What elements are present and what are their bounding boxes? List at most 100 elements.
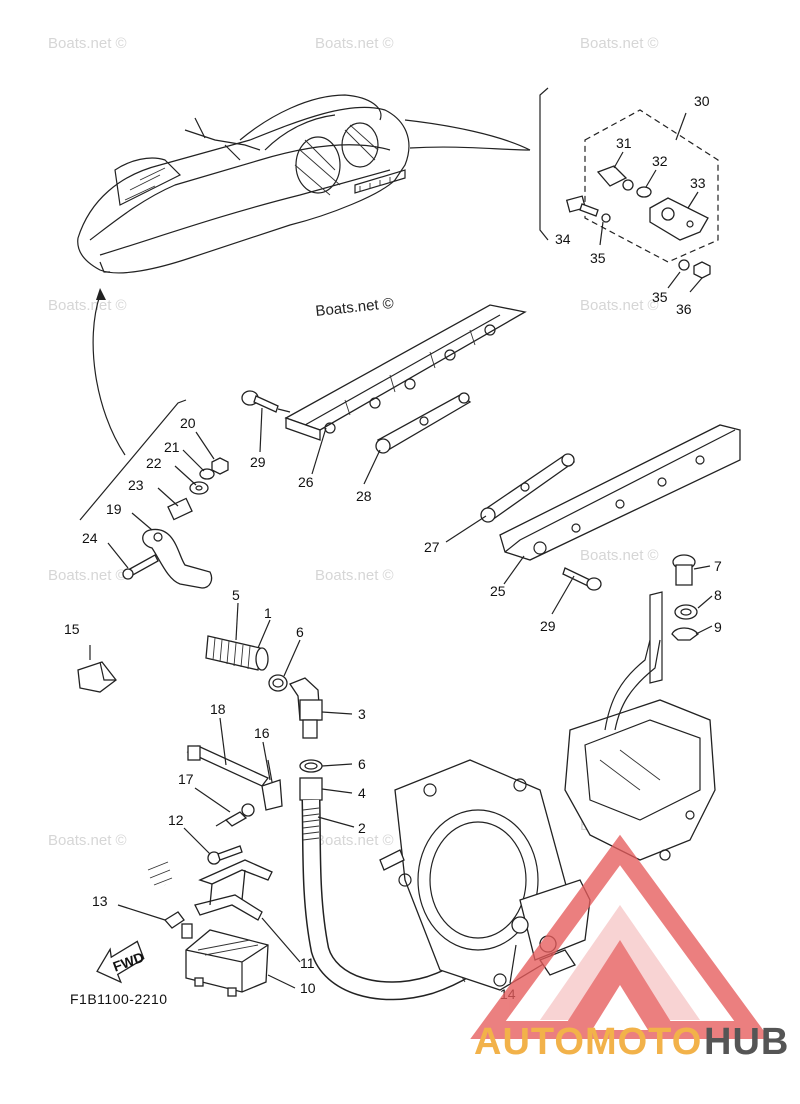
- callout-29: 29: [250, 454, 266, 470]
- watermark: Boats.net ©: [580, 547, 659, 564]
- callout-34: 34: [555, 231, 571, 247]
- callout-2: 2: [358, 820, 366, 836]
- jet-nozzle-housing: [564, 639, 716, 861]
- part-28-bracket: [375, 392, 472, 454]
- callout-36: 36: [676, 301, 692, 317]
- part-29-bolt: [241, 390, 291, 413]
- part-21-washer: [199, 468, 215, 480]
- part-25-rail: [499, 424, 741, 561]
- watermark: Boats.net ©: [48, 567, 127, 584]
- part-11-bracket: [194, 859, 273, 921]
- fwd-arrow-icon: FWD: [96, 940, 146, 984]
- watermark: Boats.net ©: [48, 832, 127, 849]
- part-17-rivet: [215, 803, 255, 827]
- callout-30: 30: [694, 93, 710, 109]
- callout-6: 6: [358, 756, 366, 772]
- watercraft-hull-illustration: [77, 94, 410, 274]
- leader-curve: [404, 119, 531, 151]
- part-24-bolt: [122, 554, 159, 580]
- callout-9: 9: [714, 619, 722, 635]
- part-16-clamp: [261, 759, 283, 811]
- callout-5: 5: [232, 587, 240, 603]
- leader-lines: [89, 407, 713, 989]
- part-6-clamp: [299, 759, 323, 773]
- callout-21: 21: [164, 439, 180, 455]
- callout-4: 4: [358, 785, 366, 801]
- group-bracket: [79, 399, 187, 521]
- watermark-main: Boats.net ©: [315, 295, 395, 320]
- callout-19: 19: [106, 501, 122, 517]
- callout-3: 3: [358, 706, 366, 722]
- part-26-rail: [284, 304, 527, 441]
- part-34-bolt: [565, 195, 599, 217]
- callout-7: 7: [714, 558, 722, 574]
- part-4-hose-fitting: [299, 777, 323, 801]
- watermark: Boats.net ©: [315, 35, 394, 52]
- part-group-30: [565, 109, 719, 293]
- callout-15: 15: [64, 621, 80, 637]
- callout-18: 18: [210, 701, 226, 717]
- callout-32: 32: [652, 153, 668, 169]
- part-22-washer: [189, 481, 209, 495]
- part-15-clip: [77, 661, 117, 693]
- logo-triangle: [470, 834, 770, 1039]
- callout-31: 31: [616, 135, 632, 151]
- group-bracket: [539, 87, 549, 241]
- callout-35: 35: [590, 250, 606, 266]
- part-31-drain-plug: [596, 151, 634, 191]
- part-5-hose: [128, 616, 236, 892]
- callout-28: 28: [356, 488, 372, 504]
- watermark: Boats.net ©: [315, 567, 394, 584]
- logo-text-dark: HUB: [704, 1021, 789, 1063]
- leader-curve: [92, 294, 126, 456]
- part-27-bracket: [480, 453, 576, 523]
- part-12-screw: [207, 845, 243, 865]
- callout-26: 26: [298, 474, 314, 490]
- callout-24: 24: [82, 530, 98, 546]
- part-10-electrical-box: [181, 923, 269, 997]
- part-18-cable-tie: [186, 745, 270, 787]
- part-33-housing: [649, 191, 709, 241]
- part-35-washer: [678, 259, 690, 271]
- callout-10: 10: [300, 980, 316, 996]
- part-14-pump-housing: [379, 759, 591, 991]
- callout-20: 20: [180, 415, 196, 431]
- fwd-label: FWD: [111, 949, 146, 975]
- callout-25: 25: [490, 583, 506, 599]
- callout-labels: 1 2 3 4 5 6 6 7 8 9 10 11 12 13 14 15 16…: [64, 93, 722, 1002]
- callout-35: 35: [652, 289, 668, 305]
- callout-16: 16: [254, 725, 270, 741]
- callout-27: 27: [424, 539, 440, 555]
- callout-8: 8: [714, 587, 722, 603]
- arrow-head: [96, 288, 106, 300]
- callout-13: 13: [92, 893, 108, 909]
- callout-29: 29: [540, 618, 556, 634]
- part-20-nut: [211, 457, 229, 475]
- watermark: Boats.net ©: [580, 297, 659, 314]
- part-1-hose-fitting: [205, 635, 269, 671]
- callout-12: 12: [168, 812, 184, 828]
- callout-22: 22: [146, 455, 162, 471]
- part-7-plug: [672, 554, 696, 586]
- part-36-nut: [693, 261, 711, 279]
- automotohub-logo: AUTOMOTO HUB: [470, 834, 789, 1063]
- part-8-washer: [674, 604, 698, 620]
- part-19-lever: [142, 528, 213, 589]
- callout-23: 23: [128, 477, 144, 493]
- part-29-bolt: [562, 567, 602, 591]
- callout-1: 1: [264, 605, 272, 621]
- part-3-elbow-fitting: [289, 677, 323, 739]
- callout-11: 11: [300, 955, 315, 971]
- part-32-o-ring: [636, 186, 652, 198]
- part-6-clamp: [268, 674, 288, 692]
- watermark: Boats.net ©: [48, 297, 127, 314]
- part-9-clip: [671, 627, 699, 641]
- part-35-washer: [601, 213, 611, 223]
- diagram-code: F1B1100-2210: [70, 991, 168, 1007]
- callout-33: 33: [690, 175, 706, 191]
- part-23-collar: [167, 497, 193, 521]
- callout-6: 6: [296, 624, 304, 640]
- logo-text-accent: AUTOMOTO: [474, 1021, 702, 1063]
